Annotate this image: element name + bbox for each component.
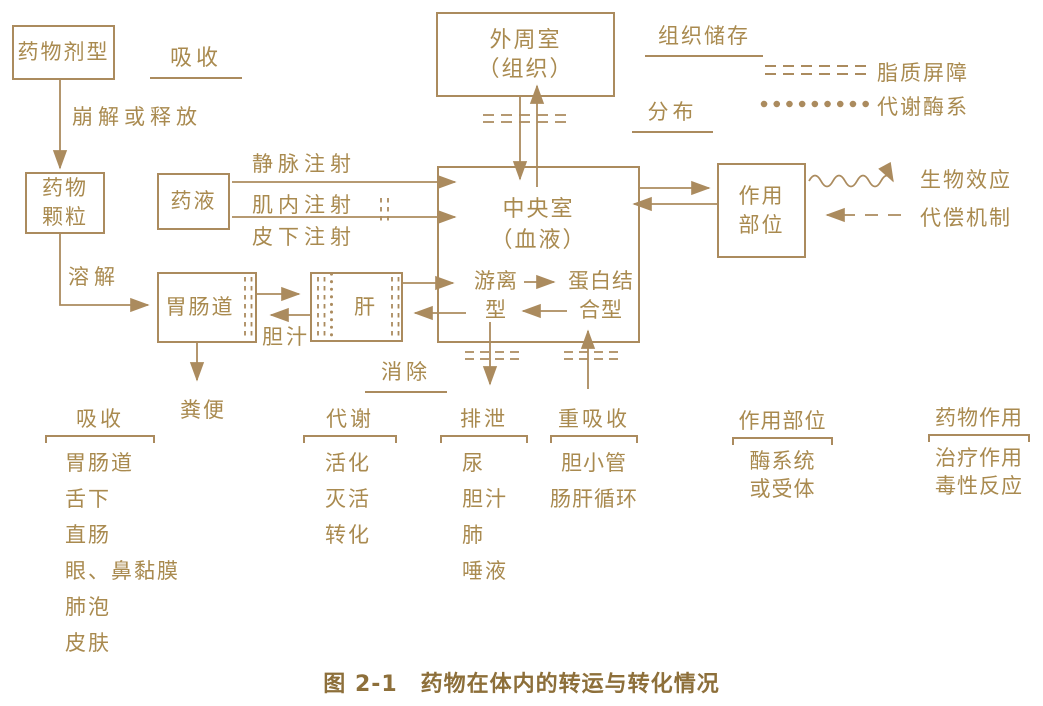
box-label: 药物颗粒 — [42, 176, 88, 229]
label-sc-injection: 皮下注射 — [252, 225, 356, 249]
list-metabolism: 代谢 活化 灭活 转化 — [303, 406, 397, 553]
label-tissue-storage: 组织储存 — [645, 20, 763, 57]
box-label: 肝 — [354, 294, 377, 319]
list-item: 眼、鼻黏膜 — [65, 559, 180, 583]
label-bile: 胆汁 — [262, 325, 310, 349]
label-biological-effect: 生物效应 — [920, 168, 1012, 192]
list-item: 毒性反应 — [935, 474, 1023, 498]
list-action-site: 作用部位 酶系统 或受体 — [732, 408, 833, 503]
list-item: 胆汁 — [462, 487, 508, 511]
list-title: 代谢 — [326, 407, 374, 431]
box-central-compartment: 中央室（血液） 游离型 蛋白结合型 — [437, 166, 640, 343]
list-item: 肺泡 — [65, 595, 111, 619]
list-item: 活化 — [325, 451, 371, 475]
box-label: 药液 — [170, 189, 217, 213]
box-label: 外周室（组织） — [477, 27, 574, 82]
list-item: 或受体 — [749, 477, 816, 501]
list-absorption: 吸收 胃肠道 舌下 直肠 眼、鼻黏膜 肺泡 皮肤 — [45, 406, 178, 661]
list-item: 酶系统 — [749, 449, 816, 473]
list-item: 灭活 — [325, 487, 371, 511]
list-item: 肺 — [462, 523, 485, 547]
box-drug-particles: 药物颗粒 — [25, 172, 105, 234]
bracket — [550, 435, 638, 443]
legend-swatches — [760, 65, 873, 108]
list-excretion: 排泄 尿 胆汁 肺 唾液 — [440, 406, 528, 589]
central-compartment-label: 中央室（血液） — [490, 197, 587, 253]
list-item: 胃肠道 — [65, 451, 134, 475]
bracket — [303, 435, 397, 443]
list-title: 药物作用 — [935, 406, 1023, 430]
list-item: 尿 — [462, 451, 485, 475]
list-item: 唾液 — [462, 559, 508, 583]
list-title: 作用部位 — [738, 409, 827, 433]
list-item: 皮肤 — [65, 631, 111, 655]
box-label: 作用部位 — [738, 183, 785, 237]
box-drug-solution: 药液 — [157, 173, 230, 230]
list-item: 治疗作用 — [935, 446, 1023, 470]
label-metabolic-enzymes: 代谢酶系 — [877, 95, 969, 119]
label-disintegration-release: 崩解或释放 — [72, 105, 202, 129]
box-label: 药物剂型 — [17, 40, 110, 64]
bracket — [45, 435, 155, 443]
list-item: 肠肝循环 — [550, 487, 638, 511]
bracket — [732, 437, 833, 445]
label-elimination: 消除 — [365, 356, 447, 393]
list-item: 直肠 — [65, 523, 111, 547]
list-title: 吸收 — [76, 407, 124, 431]
label-distribution: 分布 — [632, 96, 713, 133]
bracket — [440, 435, 528, 443]
list-drug-action: 药物作用 治疗作用 毒性反应 — [928, 405, 1030, 500]
box-drug-dosage-form: 药物剂型 — [12, 25, 115, 80]
label-dissolution: 溶解 — [68, 265, 120, 289]
box-gi-tract: 胃肠道 — [157, 272, 257, 343]
label-im-injection: 肌内注射 — [252, 193, 356, 217]
list-item: 胆小管 — [561, 451, 627, 475]
protein-bound-label: 蛋白结合型 — [568, 269, 634, 322]
bracket — [928, 434, 1030, 442]
list-item: 转化 — [325, 523, 371, 547]
box-label: 胃肠道 — [165, 295, 235, 319]
list-reabsorption: 重吸收 胆小管 肠肝循环 — [546, 406, 642, 517]
list-item: 舌下 — [65, 487, 111, 511]
free-form-label: 游离型 — [474, 269, 518, 322]
label-lipid-barrier: 脂质屏障 — [877, 61, 969, 85]
box-peripheral-compartment: 外周室（组织） — [436, 12, 615, 97]
label-feces: 粪便 — [180, 398, 226, 422]
figure-caption: 图 2-1 药物在体内的转运与转化情况 — [323, 672, 720, 697]
box-action-site: 作用部位 — [717, 163, 806, 258]
box-liver: 肝 — [310, 272, 403, 342]
list-title: 排泄 — [460, 407, 508, 431]
label-compensatory-mechanism: 代偿机制 — [920, 206, 1012, 230]
list-title: 重吸收 — [558, 407, 630, 431]
label-iv-injection: 静脉注射 — [252, 152, 356, 176]
label-absorption-top: 吸收 — [150, 40, 242, 79]
